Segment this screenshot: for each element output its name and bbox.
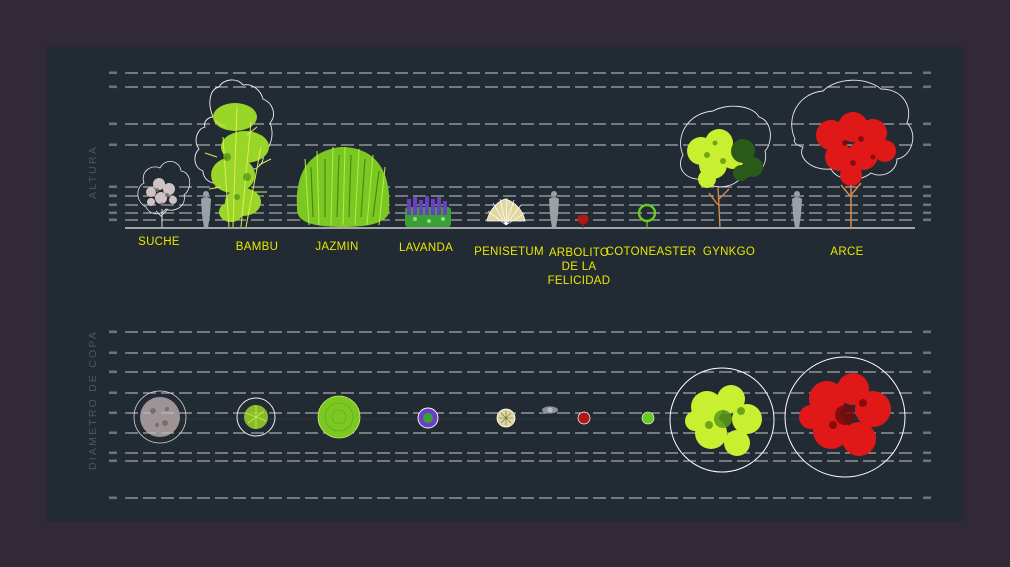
elevation-scale-tick [923, 218, 931, 222]
plant-label-bambu: BAMBU [236, 241, 278, 253]
person-scale-figure-2 [549, 191, 559, 228]
penisetum-plan [496, 408, 516, 428]
person-scale-figure-3 [792, 191, 802, 228]
plan-scale-tick [109, 431, 117, 435]
plant-label-line: PENISETUM [474, 246, 544, 258]
plan-scale-tick [109, 496, 117, 500]
elevation-scale-tick [923, 203, 931, 207]
plant-labels: SUCHE BAMBU JAZMIN LAVANDA PENISETUM ARBOLITO… [138, 236, 863, 287]
plant-label-line: DE LA [562, 261, 597, 273]
elevation-scale-tick [923, 122, 931, 126]
plant-label-line: BAMBU [236, 241, 278, 253]
plan-scale-tick [923, 431, 931, 435]
lavanda-elevation [405, 196, 451, 227]
person-plan-symbol [542, 406, 558, 414]
plan-scale-tick [109, 451, 117, 455]
arbolito-elevation [577, 214, 589, 228]
plan-scale-tick [109, 370, 117, 374]
plan-scale-tick [109, 411, 117, 415]
plant-label-line: COTONEASTER [606, 246, 697, 258]
elevation-scale-tick [923, 143, 931, 147]
bambu-elevation [194, 79, 274, 228]
plant-label-line: FELICIDAD [548, 275, 611, 287]
suche-elevation [137, 161, 191, 227]
plant-label-line: LAVANDA [399, 242, 453, 254]
plant-label-gynkgo: GYNKGO [703, 246, 755, 258]
plant-label-jazmin: JAZMIN [315, 241, 358, 253]
elevation-scale-tick [109, 194, 117, 198]
lavanda-plan [417, 407, 439, 429]
bambu-plan [236, 397, 276, 437]
elevation-scale-tick [109, 203, 117, 207]
plan-scale-tick [923, 351, 931, 355]
arce-elevation [791, 79, 914, 228]
cotoneaster-elevation [637, 203, 657, 228]
person-scale-figure-1 [201, 191, 211, 228]
plan-scale-tick [923, 459, 931, 463]
penisetum-elevation [486, 197, 526, 226]
plant-label-line: JAZMIN [315, 241, 358, 253]
drawing-sheet: ALTURA DIAMETRO DE COPA [47, 47, 964, 522]
elevation-scale-tick [109, 85, 117, 89]
plant-label-suche: SUCHE [138, 236, 180, 248]
elevation-scale-tick [923, 85, 931, 89]
plan-scale-tick [923, 451, 931, 455]
cotoneaster-plan [641, 411, 655, 425]
plant-label-line: GYNKGO [703, 246, 755, 258]
jazmin-plan [317, 395, 361, 439]
plan-scale-tick [109, 459, 117, 463]
gynkgo-elevation [680, 105, 771, 229]
plant-label-line: ARBOLITO [549, 247, 609, 259]
elevation-axis-title: ALTURA [87, 145, 99, 199]
plan-scale-tick [109, 391, 117, 395]
plant-label-lavanda: LAVANDA [399, 242, 453, 254]
elevation-scale-tick [923, 211, 931, 215]
gynkgo-plan [669, 367, 775, 473]
plan-scale-tick [109, 351, 117, 355]
suche-plan [133, 390, 187, 444]
plant-label-arce: ARCE [830, 246, 863, 258]
plan-scale-tick [923, 496, 931, 500]
plant-label-line: ARCE [830, 246, 863, 258]
arce-plan [784, 356, 906, 478]
elevation-scale-tick [109, 122, 117, 126]
plan-scale-tick [923, 370, 931, 374]
elevation-scale-tick [923, 71, 931, 75]
elevation-scale-tick [109, 211, 117, 215]
plant-label-arbolito-de-la-felicidad: ARBOLITO DE LA FELICIDAD [548, 247, 611, 287]
plant-label-cotoneaster: COTONEASTER [606, 246, 697, 258]
elevation-scale-tick [923, 194, 931, 198]
elevation-scale-tick [109, 143, 117, 147]
plan-scale-tick [923, 411, 931, 415]
plan-scale-tick [109, 330, 117, 334]
plan-scale-tick [923, 391, 931, 395]
plan-scale-tick [923, 330, 931, 334]
elevation-scale-tick [923, 185, 931, 189]
elevation-scale-tick [109, 71, 117, 75]
elevation-scale-tick [109, 185, 117, 189]
elevation-scale-tick [109, 218, 117, 222]
plan-axis-title: DIAMETRO DE COPA [87, 330, 99, 470]
arbolito-plan [577, 411, 591, 425]
plant-label-penisetum: PENISETUM [474, 246, 544, 258]
plant-label-line: SUCHE [138, 236, 180, 248]
jazmin-elevation [296, 146, 390, 227]
